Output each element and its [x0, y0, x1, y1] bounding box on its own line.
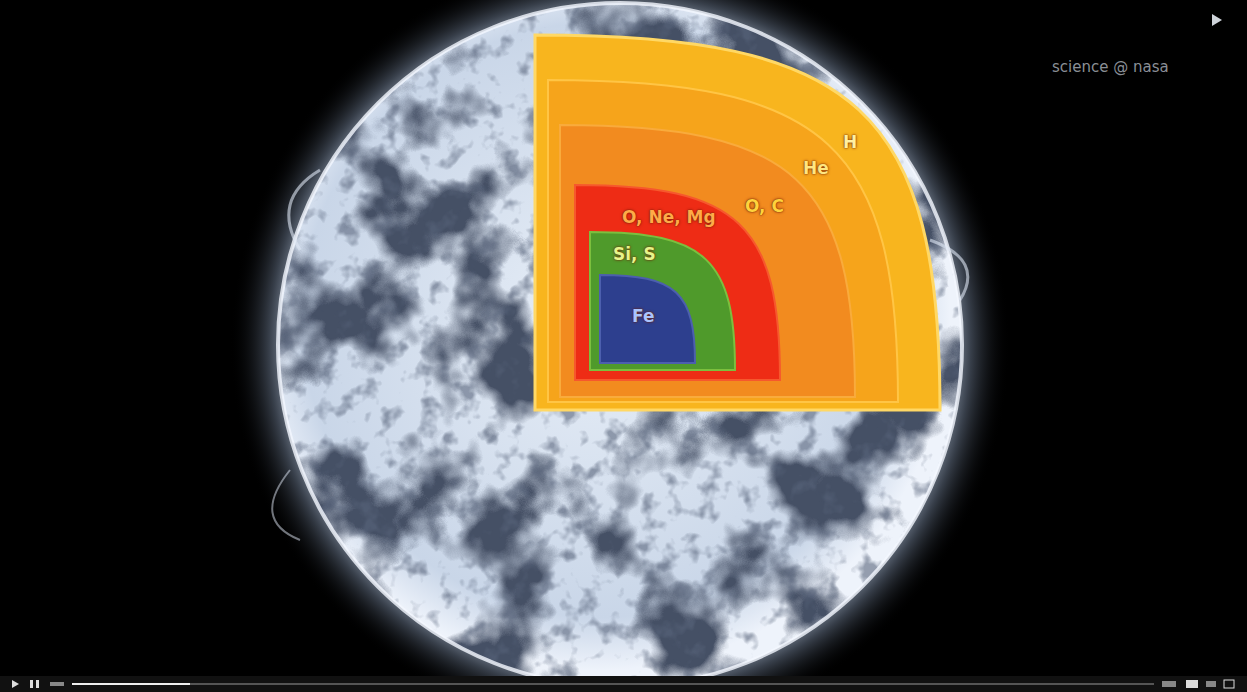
element-label: He: [803, 158, 829, 178]
element-label: O, Ne, Mg: [622, 207, 716, 227]
star-layer: Fe: [600, 275, 695, 363]
element-label: Si, S: [613, 244, 656, 264]
element-label: O, C: [745, 196, 784, 216]
watermark: science @ nasa: [1052, 58, 1169, 76]
star-layer: He O, C O, Ne, Mg Si, S Fe: [548, 80, 898, 402]
star-layer: H He O, C O, Ne, Mg Si, S Fe: [535, 35, 940, 410]
element-label: H: [843, 132, 857, 152]
element-label: Fe: [632, 306, 654, 326]
corner-icon: [1212, 14, 1222, 26]
star-layer: Si, S Fe: [590, 232, 735, 370]
